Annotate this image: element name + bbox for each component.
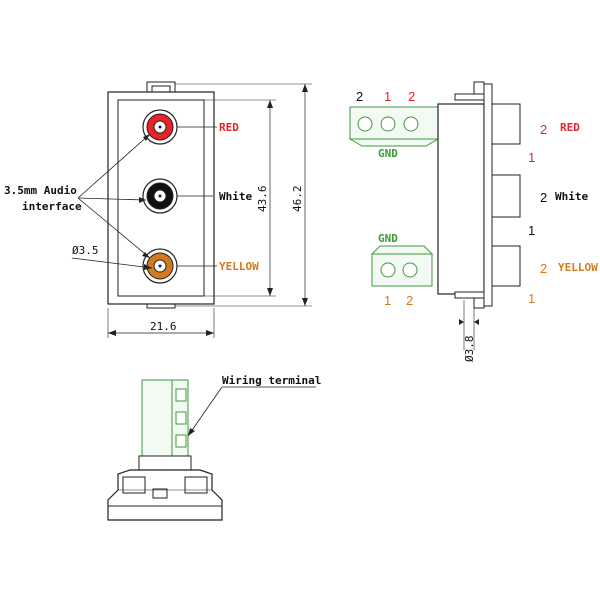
side-top-clip	[454, 81, 485, 101]
label-red: RED	[219, 121, 239, 134]
bottom-pin-2: 2	[406, 293, 413, 308]
wiring-terminal-leader	[187, 386, 223, 437]
interface-leader-1	[77, 133, 151, 199]
right-pin-yellow-2: 2	[540, 261, 547, 276]
connector-red	[142, 109, 178, 145]
diameter-leader	[71, 257, 153, 269]
front-view: RED White YELLOW 3.5mm Audio interface Ø…	[4, 81, 312, 338]
right-pin-yellow-1: 1	[528, 291, 535, 306]
interface-leader-3	[77, 197, 151, 259]
top-pin-3: 2	[408, 89, 415, 104]
right-name-white: White	[555, 190, 588, 203]
right-name-red: RED	[560, 121, 580, 134]
dim-outer-text: 46.2	[291, 186, 304, 213]
bottom-terminal-block	[370, 245, 434, 287]
terminal-view: Wiring terminal	[107, 374, 321, 521]
connector-white	[142, 178, 178, 214]
side-body	[437, 103, 485, 295]
bottom-pin-1: 1	[384, 293, 391, 308]
diameter-label: Ø3.5	[72, 244, 99, 257]
label-white: White	[219, 190, 252, 203]
bottom-gnd-label: GND	[378, 232, 398, 245]
right-pin-red-2: 2	[540, 122, 547, 137]
dim-inner-text: 43.6	[256, 186, 269, 213]
top-pin-2: 1	[384, 89, 391, 104]
side-jack-white	[491, 174, 521, 218]
label-yellow: YELLOW	[219, 260, 259, 273]
side-bottom-clip	[454, 291, 485, 309]
top-pin-1: 2	[356, 89, 363, 104]
interface-leader-2	[77, 197, 147, 201]
side-jack-yellow	[491, 245, 521, 287]
connector-yellow	[142, 248, 178, 284]
top-gnd-label: GND	[378, 147, 398, 160]
interface-label-line2: interface	[22, 200, 82, 213]
dim-width-text: 21.6	[150, 320, 177, 333]
top-terminal-block	[348, 106, 440, 147]
interface-label-line1: 3.5mm Audio	[4, 184, 77, 197]
right-pin-red-1: 1	[528, 150, 535, 165]
wiring-terminal-block	[141, 379, 189, 457]
right-name-yellow: YELLOW	[558, 261, 598, 274]
right-pin-white-1: 1	[528, 223, 535, 238]
side-view: 2 1 2 GND GND 1 2 2	[348, 81, 598, 363]
wiring-terminal-label: Wiring terminal	[222, 374, 321, 387]
side-jack-red	[491, 103, 521, 145]
side-plate	[483, 83, 493, 307]
dim-hole-text: Ø3.8	[463, 336, 476, 363]
right-pin-white-2: 2	[540, 190, 547, 205]
terminal-base-housing	[107, 455, 223, 521]
